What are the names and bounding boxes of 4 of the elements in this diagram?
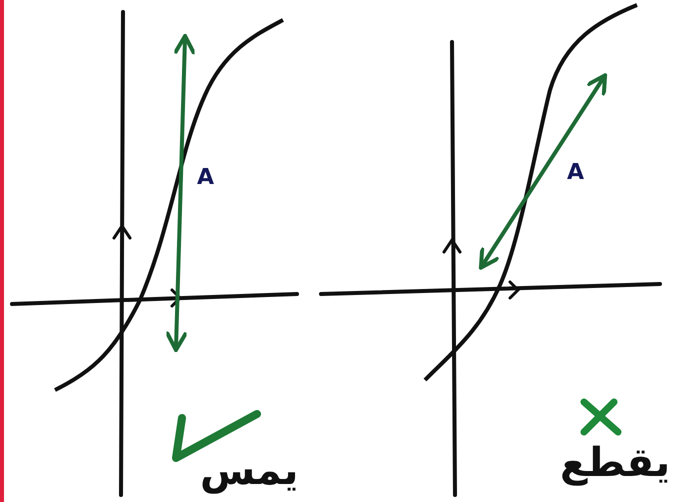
handwritten-word: يمس — [200, 448, 298, 494]
point-label: A — [567, 160, 584, 185]
point-label: A — [197, 165, 214, 190]
handwritten-word: يقطع — [560, 440, 670, 486]
